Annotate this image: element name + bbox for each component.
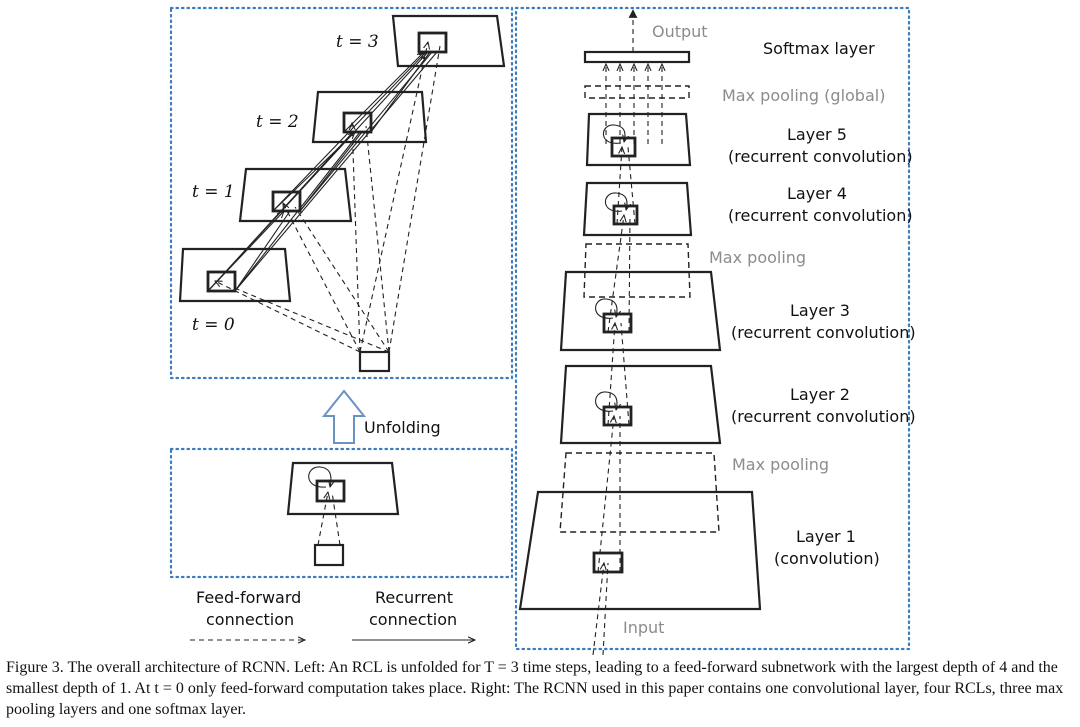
rcl-panel [169, 447, 514, 579]
legend-recurrent-line1: Recurrent [375, 588, 453, 607]
layer2-name: Layer 2 [790, 385, 850, 404]
plane-t1 [238, 167, 353, 223]
self-loop-icon [308, 466, 331, 487]
layer1-name: Layer 1 [796, 527, 856, 546]
plane-t2 [311, 90, 428, 144]
input-unit [358, 350, 391, 373]
unfolding-arrow-icon [321, 389, 367, 444]
layer3-desc: (recurrent convolution) [731, 323, 916, 342]
layer2-plane [559, 364, 722, 445]
layer4-name: Layer 4 [787, 184, 847, 203]
layer3-name: Layer 3 [790, 301, 850, 320]
unfolding-label: Unfolding [364, 418, 441, 437]
time-label-t0: t = 0 [192, 315, 235, 335]
maxpool-lower-label: Max pooling [732, 455, 829, 474]
legend-recurrent-line2: connection [369, 610, 457, 629]
layer5-plane [585, 112, 692, 167]
softmax-label: Softmax layer [763, 39, 875, 58]
layer1-plane [518, 490, 762, 611]
unfolded-rcl: t = 3 t = 2 t = 1 t = 0 [178, 14, 506, 373]
maxpool-upper-label: Max pooling [709, 248, 806, 267]
output-label: Output [652, 22, 708, 41]
unit-t3 [417, 31, 448, 54]
rcnn-architecture-diagram: t = 3 t = 2 t = 1 t = 0 Unfolding Feed-f… [169, 6, 916, 655]
legend-feedforward-line2: connection [206, 610, 294, 629]
time-label-t3: t = 3 [336, 32, 379, 52]
layer4-desc: (recurrent convolution) [728, 206, 913, 225]
layer1-desc: (convolution) [774, 549, 880, 568]
layer2-desc: (recurrent convolution) [731, 407, 916, 426]
layer5-desc: (recurrent convolution) [728, 147, 913, 166]
global-pool-label: Max pooling (global) [722, 86, 885, 105]
unit-t1 [271, 190, 302, 213]
time-label-t2: t = 2 [256, 112, 299, 132]
softmax-layer [583, 50, 691, 64]
layer5-name: Layer 5 [787, 125, 847, 144]
unit-t2 [342, 111, 373, 134]
legend: Feed-forward connection Recurrent connec… [190, 588, 475, 640]
legend-feedforward-line1: Feed-forward [196, 588, 301, 607]
unfolded-panel [169, 6, 514, 380]
figure-caption: Figure 3. The overall architecture of RC… [6, 659, 1064, 718]
maxpool-lower [559, 452, 720, 533]
plane-t0 [178, 247, 292, 303]
compact-rcl [286, 461, 400, 567]
plane-t3 [391, 14, 506, 68]
global-pooling [584, 85, 690, 99]
unit-t0 [206, 270, 237, 293]
time-label-t1: t = 1 [192, 182, 235, 202]
layer3-plane [559, 270, 722, 352]
maxpool-upper [583, 243, 691, 298]
rcnn-stack: Output Softmax layer Max pooling (global… [518, 9, 916, 655]
layer4-plane [582, 181, 693, 237]
input-label: Input [623, 618, 664, 637]
